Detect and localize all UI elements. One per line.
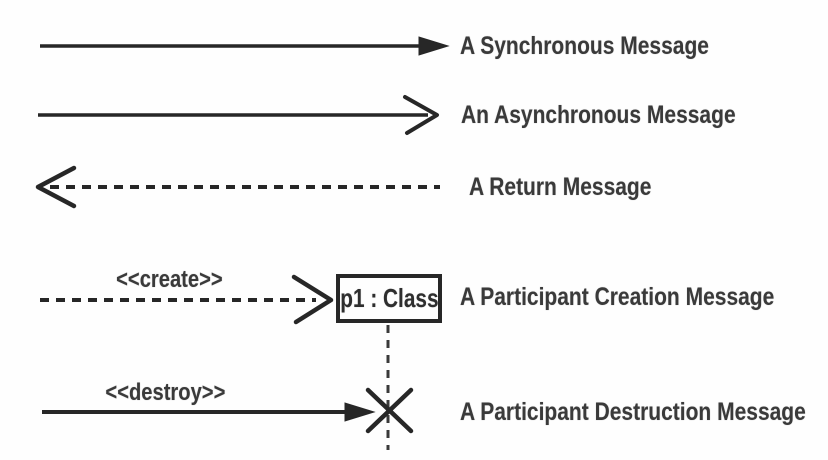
creation-message-label: A Participant Creation Message — [460, 283, 775, 311]
destroy-message-arrow-icon — [42, 402, 376, 422]
return-message-label: A Return Message — [469, 173, 652, 201]
destruction-x-icon — [365, 387, 414, 434]
create-message-arrow-icon — [40, 274, 334, 325]
participant-name-label: p1 : Class — [339, 283, 439, 313]
synchronous-message-label: A Synchronous Message — [460, 32, 709, 60]
return-message-arrow-icon — [35, 165, 440, 209]
destruction-message-label: A Participant Destruction Message — [460, 398, 806, 426]
participant-box: p1 : Class — [336, 274, 442, 323]
asynchronous-message-label: An Asynchronous Message — [461, 101, 736, 129]
create-stereotype-label: <<create>> — [115, 266, 223, 293]
asynchronous-message-arrow-icon — [38, 95, 439, 135]
destroy-stereotype-label: <<destroy>> — [105, 379, 225, 406]
synchronous-message-arrow-icon — [40, 36, 450, 56]
